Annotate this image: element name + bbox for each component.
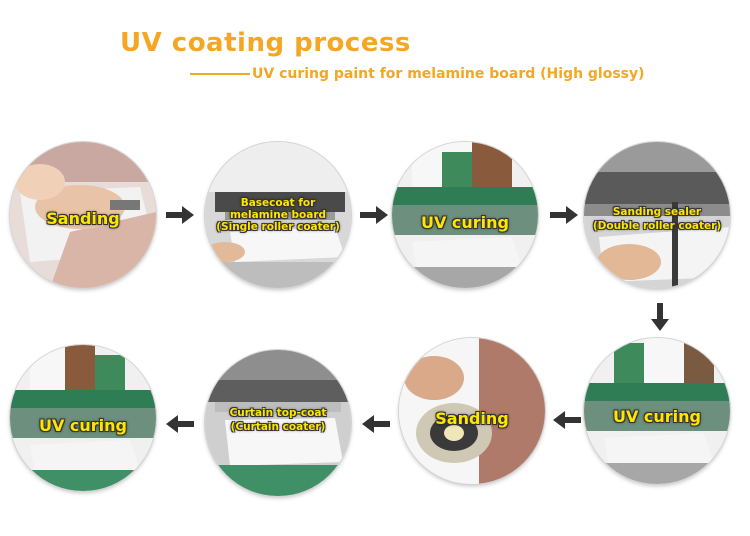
step-6-label: Sanding	[399, 410, 545, 428]
arrow-right-icon	[360, 206, 388, 224]
step-5-uv-curing: UV curing	[584, 338, 730, 484]
step-8-label: UV curing	[10, 417, 156, 435]
step-7-curtain-top-coat: Curtain top-coat (Curtain coater)	[205, 350, 351, 496]
arrow-right-icon	[550, 206, 578, 224]
arrow-left-icon	[553, 411, 581, 429]
step-1-label: Sanding	[10, 210, 156, 228]
step-8-uv-curing: UV curing	[10, 345, 156, 491]
step-2-basecoat: Basecoat for melamine board (Single roll…	[205, 142, 351, 288]
step-4-label-line2: (Double roller coater)	[584, 221, 730, 233]
subtitle-dash	[190, 73, 250, 75]
arrow-left-icon	[362, 415, 390, 433]
arrow-left-icon	[166, 415, 194, 433]
step-1-sanding: Sanding	[10, 142, 156, 288]
step-4-sanding-sealer: Sanding sealer (Double roller coater)	[584, 142, 730, 288]
arrow-down-icon	[651, 303, 669, 331]
page-title: UV coating process	[120, 28, 411, 58]
step-3-uv-curing: UV curing	[392, 142, 538, 288]
step-7-label-line2: (Curtain coater)	[205, 422, 351, 434]
step-3-label: UV curing	[392, 214, 538, 232]
step-2-label-line2: melamine board	[205, 210, 351, 222]
page-subtitle: UV curing paint for melamine board (High…	[190, 66, 645, 82]
step-7-label-line1: Curtain top-coat	[205, 408, 351, 420]
arrow-right-icon	[166, 206, 194, 224]
step-4-label-line1: Sanding sealer	[584, 207, 730, 219]
step-2-label-line1: Basecoat for	[205, 198, 351, 210]
step-6-sanding: Sanding	[399, 338, 545, 484]
step-2-label-line3: (Single roller coater)	[205, 222, 351, 234]
step-5-label: UV curing	[584, 408, 730, 426]
subtitle-text: UV curing paint for melamine board (High…	[252, 66, 645, 82]
